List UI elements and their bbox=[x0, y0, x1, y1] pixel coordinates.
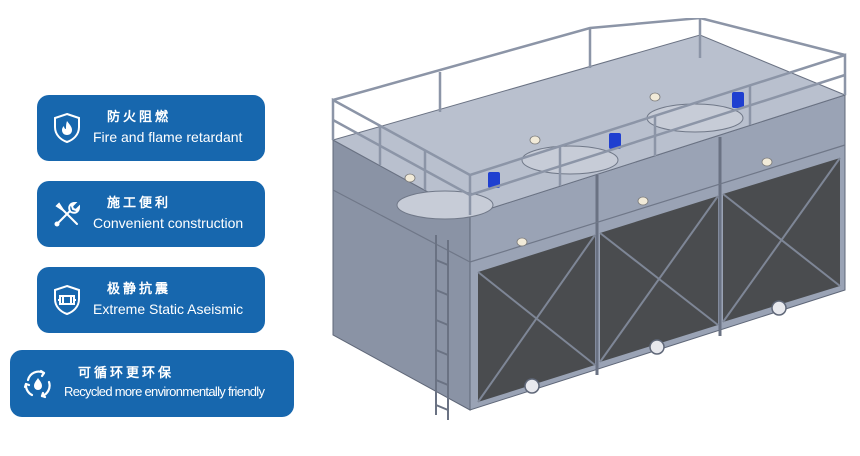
ladder bbox=[435, 235, 449, 420]
seismic-shield-icon bbox=[51, 284, 83, 316]
x-bracing bbox=[477, 157, 841, 403]
pipe-outlets bbox=[524, 300, 787, 394]
feature-title-zh: 防火阻燃 bbox=[107, 109, 172, 125]
feature-card-fire-retardant: 防火阻燃 Fire and flame retardant bbox=[37, 95, 265, 161]
feature-card-aseismic: 极静抗震 Extreme Static Aseismic bbox=[37, 267, 265, 333]
fire-shield-icon bbox=[51, 112, 83, 144]
front-posts bbox=[595, 137, 722, 375]
top-railing bbox=[331, 18, 847, 215]
feature-title-en: Convenient construction bbox=[93, 214, 244, 231]
cooling-tower-illustration bbox=[331, 18, 847, 420]
feature-card-recycled: 可循环更环保 Recycled more environmentally fri… bbox=[10, 350, 294, 417]
feature-title-zh: 可循环更环保 bbox=[78, 366, 175, 382]
feature-title-zh: 施工便利 bbox=[107, 195, 172, 211]
feature-card-construction: 施工便利 Convenient construction bbox=[37, 181, 265, 247]
tools-icon bbox=[51, 198, 83, 230]
feature-title-en: Extreme Static Aseismic bbox=[93, 300, 244, 317]
recycle-drop-icon bbox=[22, 368, 54, 400]
fan-motors bbox=[488, 92, 744, 188]
feature-title-en: Recycled more environmentally friendly bbox=[64, 384, 265, 399]
feature-title-en: Fire and flame retardant bbox=[93, 128, 243, 145]
feature-title-zh: 极静抗震 bbox=[107, 281, 172, 297]
